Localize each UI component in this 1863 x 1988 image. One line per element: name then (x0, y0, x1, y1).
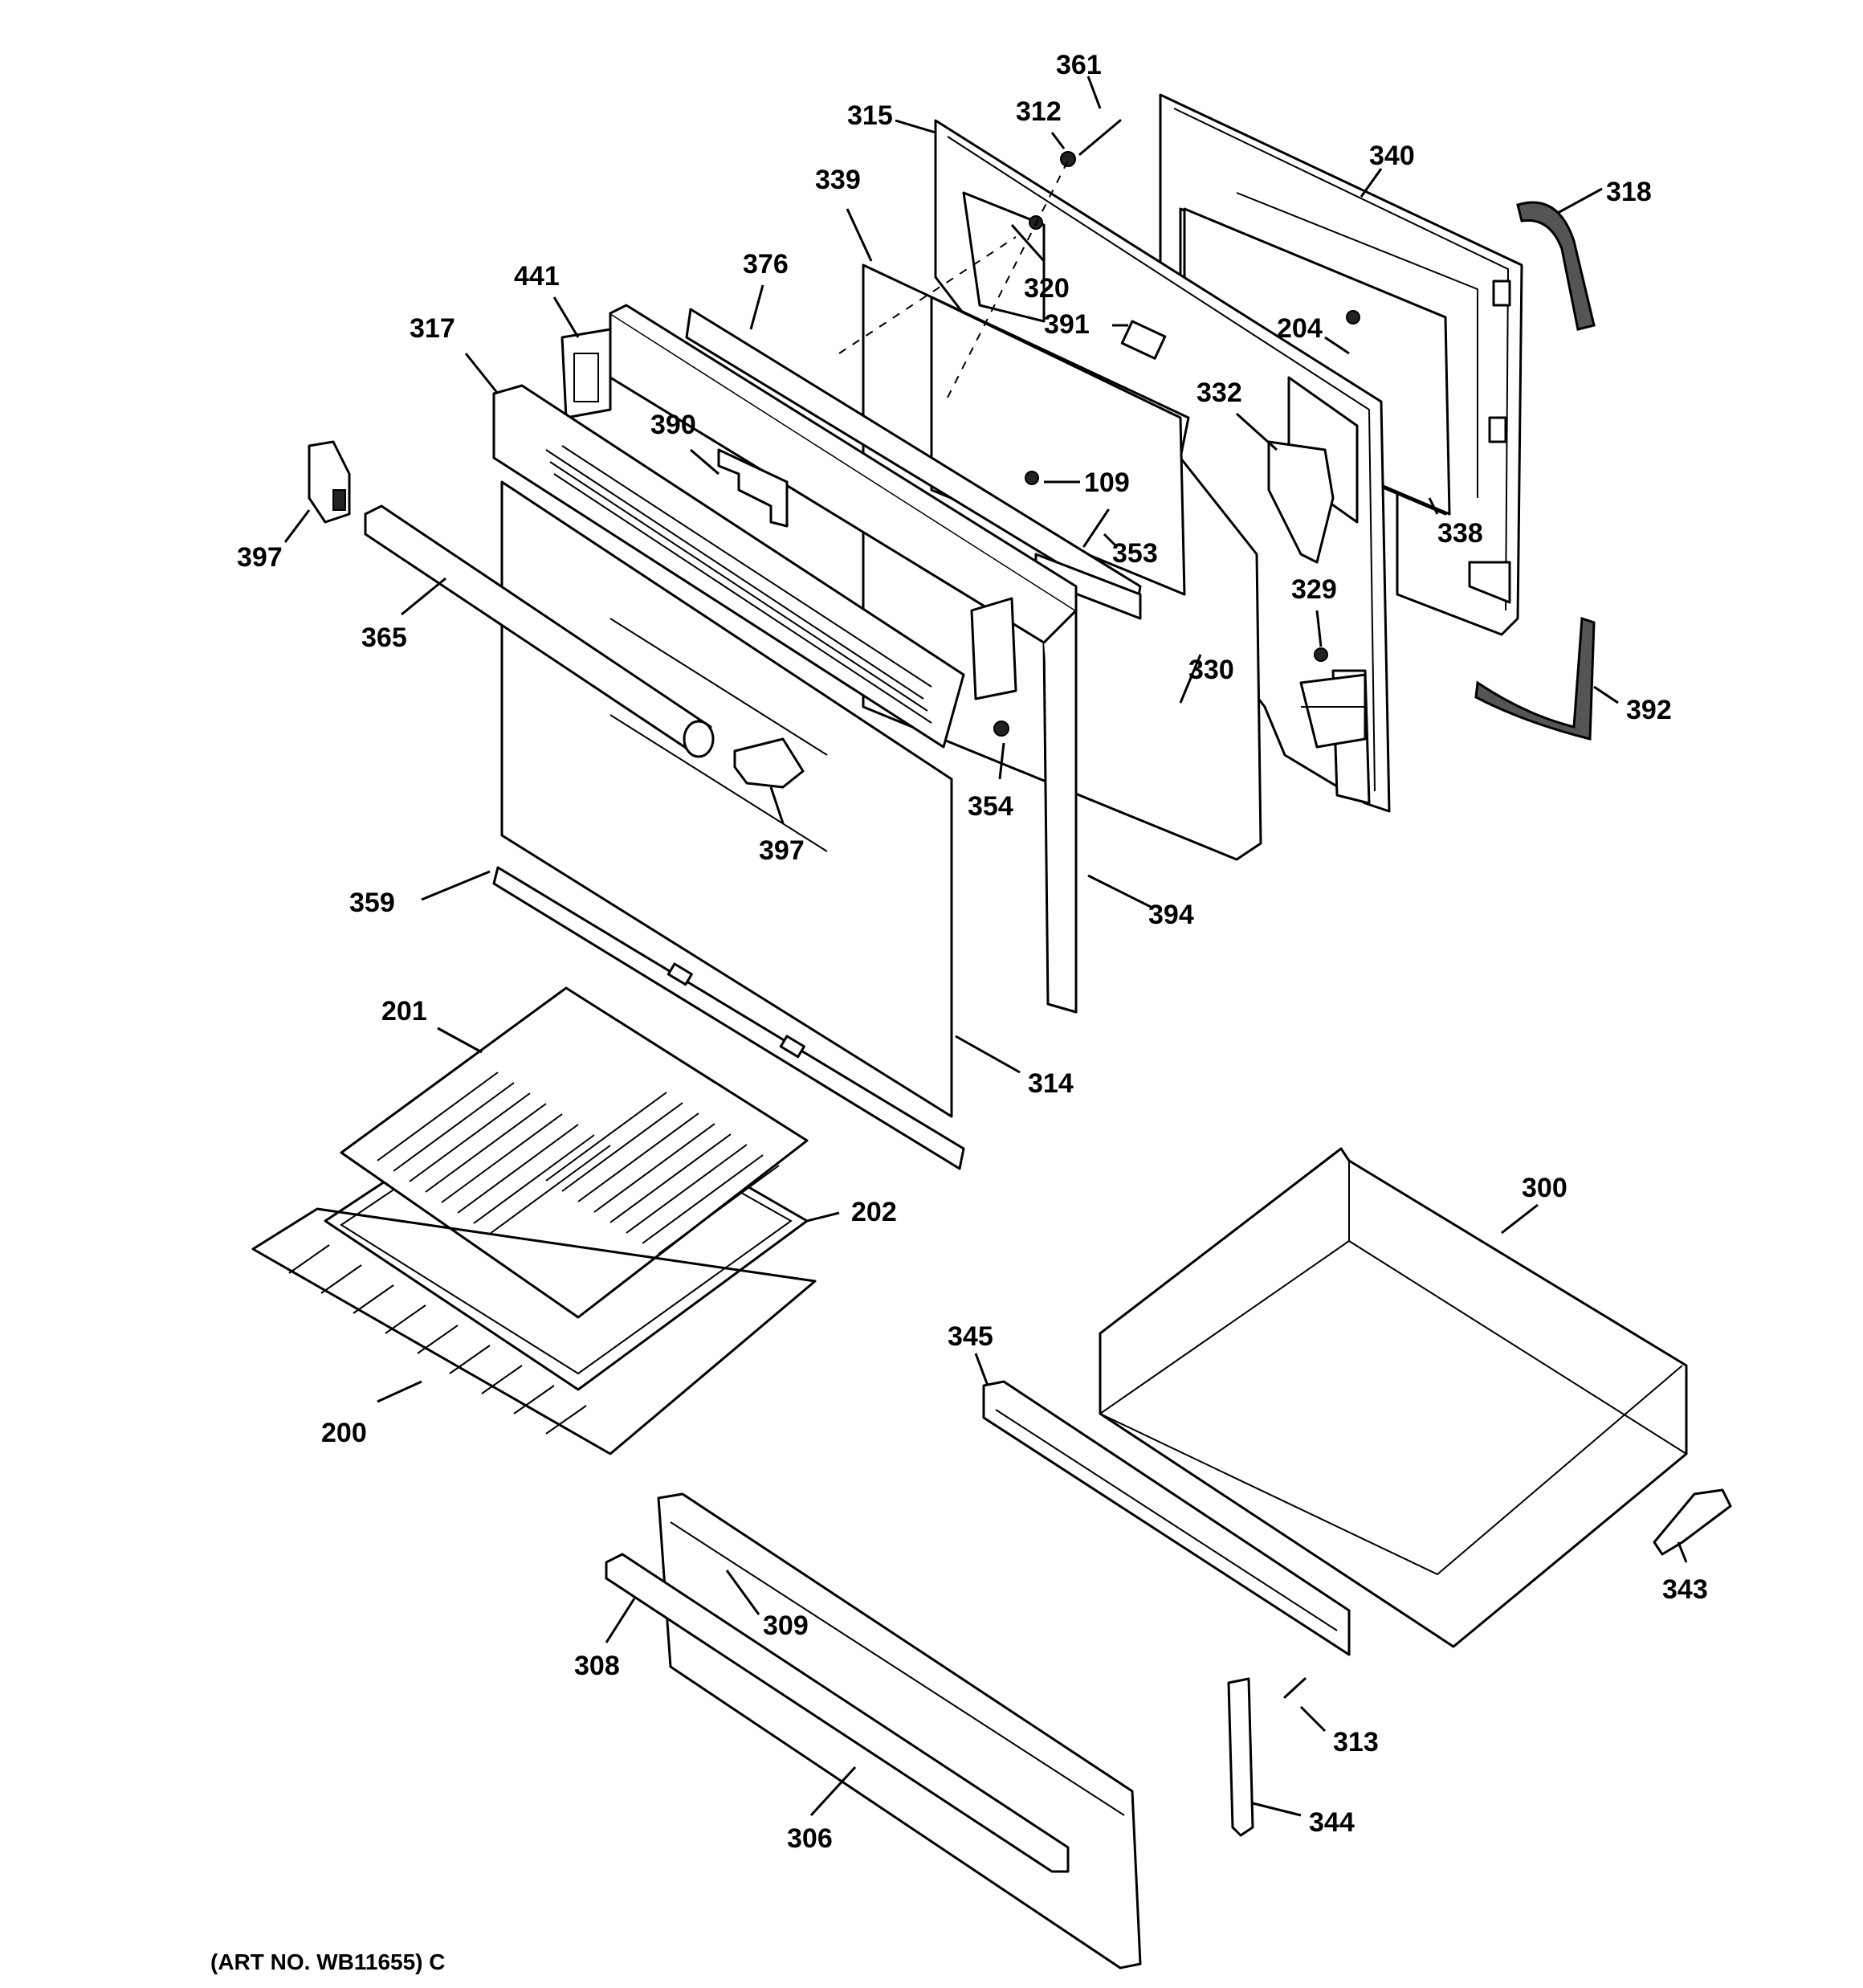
callout-354: 354 (968, 791, 1013, 822)
callout-340: 340 (1369, 141, 1415, 171)
storage-drawer-300 (1099, 1147, 1688, 1648)
callout-394: 394 (1148, 900, 1194, 930)
callout-309: 309 (763, 1610, 809, 1641)
drawer-front-306 (657, 1492, 1142, 1970)
callout-441: 441 (514, 261, 560, 292)
callout-318: 318 (1606, 177, 1652, 207)
callout-397-lower: 397 (759, 835, 805, 866)
bracket-332 (1267, 440, 1335, 564)
oven-rack-200 (251, 1207, 817, 1455)
outer-door-glass-314 (500, 480, 953, 1118)
door-frame-394 (609, 304, 1078, 1014)
callout-391: 391 (1044, 309, 1090, 340)
callout-343: 343 (1662, 1574, 1708, 1605)
callout-329: 329 (1291, 574, 1337, 605)
callout-330: 330 (1188, 655, 1234, 685)
callout-308: 308 (574, 1651, 620, 1681)
callout-353: 353 (1112, 538, 1158, 569)
callout-320: 320 (1024, 273, 1070, 304)
door-gasket-318 (1516, 201, 1596, 331)
callout-392: 392 (1626, 695, 1672, 725)
callout-200: 200 (321, 1418, 367, 1448)
callout-359: 359 (349, 888, 395, 918)
callout-361: 361 (1056, 50, 1102, 80)
callout-397-upper: 397 (237, 542, 283, 573)
hinge-receiver-lower (1299, 673, 1367, 749)
callout-344: 344 (1309, 1807, 1355, 1838)
callout-306: 306 (787, 1823, 833, 1854)
drawer-glide-343 (1653, 1488, 1732, 1556)
callout-201: 201 (381, 996, 427, 1027)
callout-365: 365 (361, 623, 407, 653)
callout-338: 338 (1437, 518, 1483, 549)
drawer-rail-345 (982, 1380, 1351, 1656)
callout-314: 314 (1028, 1068, 1074, 1099)
end-cap-397-upper (308, 440, 351, 524)
drawer-handle-308 (605, 1553, 1070, 1873)
callout-345: 345 (948, 1321, 993, 1352)
callout-300: 300 (1522, 1173, 1567, 1203)
door-channel-376 (685, 308, 1142, 620)
bracket-390 (717, 448, 789, 528)
end-cap-397-lower (733, 737, 805, 789)
broiler-grid-201 (340, 986, 809, 1319)
callout-204: 204 (1277, 313, 1323, 344)
door-gasket-392 (1474, 616, 1596, 741)
callout-376: 376 (743, 249, 789, 280)
callout-202: 202 (851, 1197, 897, 1227)
callout-390: 390 (650, 410, 696, 440)
label-plate-391 (1120, 320, 1167, 360)
callout-339: 339 (815, 165, 861, 195)
art-number: (ART NO. WB11655) C (210, 1949, 446, 1974)
bottom-trim-359 (492, 866, 965, 1170)
callout-312: 312 (1016, 96, 1062, 127)
drawer-bracket-344 (1227, 1677, 1254, 1837)
callout-332: 332 (1196, 378, 1242, 408)
callout-315: 315 (847, 100, 893, 131)
door-handle-365 (364, 504, 715, 758)
hinge-bracket-441 (561, 328, 1017, 700)
callout-313: 313 (1333, 1727, 1379, 1757)
vent-trim-317 (492, 384, 965, 749)
alignment-lines (838, 160, 1069, 398)
callout-317: 317 (410, 313, 455, 344)
callout-109: 109 (1084, 467, 1130, 498)
leader-lines (283, 76, 1688, 1817)
callout-labels: 361 312 315 340 318 339 376 320 391 204 … (237, 50, 1708, 1854)
